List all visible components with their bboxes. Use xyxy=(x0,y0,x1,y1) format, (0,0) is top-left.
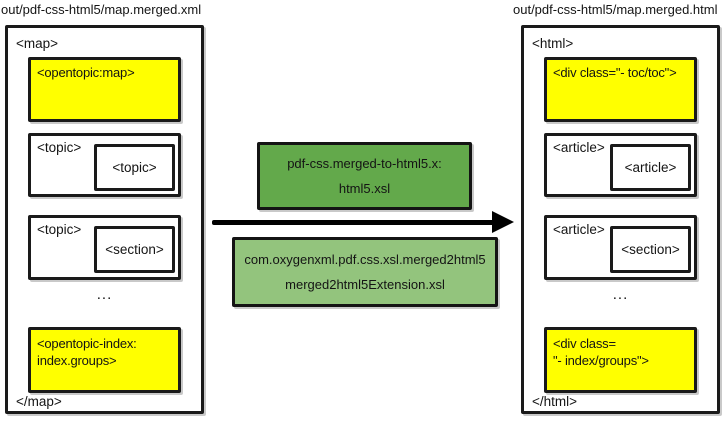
extension-name-line1: com.oxygenxml.pdf.css.xsl.merged2html5 xyxy=(244,252,486,267)
nested-topic-label: <topic> xyxy=(112,160,157,175)
opentopic-index-label-line2: index.groups> xyxy=(37,352,117,368)
merged-xml-document-box: <map> <opentopic:map> <topic> <topic> <t… xyxy=(5,25,204,414)
transformation-arrow-shaft xyxy=(212,220,495,225)
article-node-2-label: <article> xyxy=(553,222,605,237)
html-close-tag: </html> xyxy=(532,394,578,409)
topic-node-2-label: <topic> xyxy=(37,222,82,237)
nested-section-label-right: <section> xyxy=(621,242,680,257)
extension-name-line2: merged2html5Extension.xsl xyxy=(285,277,445,292)
extension-box: com.oxygenxml.pdf.css.xsl.merged2html5 m… xyxy=(232,237,498,307)
left-ellipsis: ... xyxy=(96,286,113,303)
toc-div-label: <div class="- toc/toc"> xyxy=(553,65,677,80)
nested-article-label: <article> xyxy=(624,160,677,175)
nested-section-node-right: <section> xyxy=(610,226,691,273)
article-node-1: <article> <article> xyxy=(544,133,697,197)
html-open-tag: <html> xyxy=(532,36,574,51)
article-node-1-label: <article> xyxy=(553,140,605,155)
stylesheet-box: pdf-css.merged-to-html5.x: html5.xsl xyxy=(257,142,472,210)
nested-topic-node: <topic> xyxy=(94,144,175,191)
index-groups-div-node: <div class= "- index/groups"> xyxy=(544,327,697,393)
topic-node-1: <topic> <topic> xyxy=(28,133,181,197)
stylesheet-name-line2: html5.xsl xyxy=(338,180,391,196)
toc-div-node: <div class="- toc/toc"> xyxy=(544,57,697,122)
right-file-title: out/pdf-css-html5/map.merged.html xyxy=(513,2,718,17)
right-ellipsis: ... xyxy=(612,286,629,303)
opentopic-map-node: <opentopic:map> xyxy=(28,57,181,122)
opentopic-index-label-line1: <opentopic-index: xyxy=(37,336,137,351)
article-node-2: <article> <section> xyxy=(544,215,697,280)
topic-node-2: <topic> <section> xyxy=(28,215,181,280)
map-close-tag: </map> xyxy=(16,394,62,409)
nested-section-label: <section> xyxy=(105,242,164,257)
topic-node-1-label: <topic> xyxy=(37,140,82,155)
nested-article-node: <article> xyxy=(610,144,691,191)
left-file-title: out/pdf-css-html5/map.merged.xml xyxy=(1,2,202,17)
opentopic-map-label: <opentopic:map> xyxy=(37,65,135,80)
stylesheet-name-line1: pdf-css.merged-to-html5.x: xyxy=(287,156,442,172)
map-open-tag: <map> xyxy=(16,36,59,51)
transformation-arrow-head-icon xyxy=(492,211,514,233)
index-groups-label-line2: "- index/groups"> xyxy=(553,352,649,368)
merged-html-document-box: <html> <div class="- toc/toc"> <article>… xyxy=(521,25,720,414)
opentopic-index-node: <opentopic-index: index.groups> xyxy=(28,327,181,393)
index-groups-label-line1: <div class= xyxy=(553,336,616,351)
nested-section-node: <section> xyxy=(94,226,175,273)
